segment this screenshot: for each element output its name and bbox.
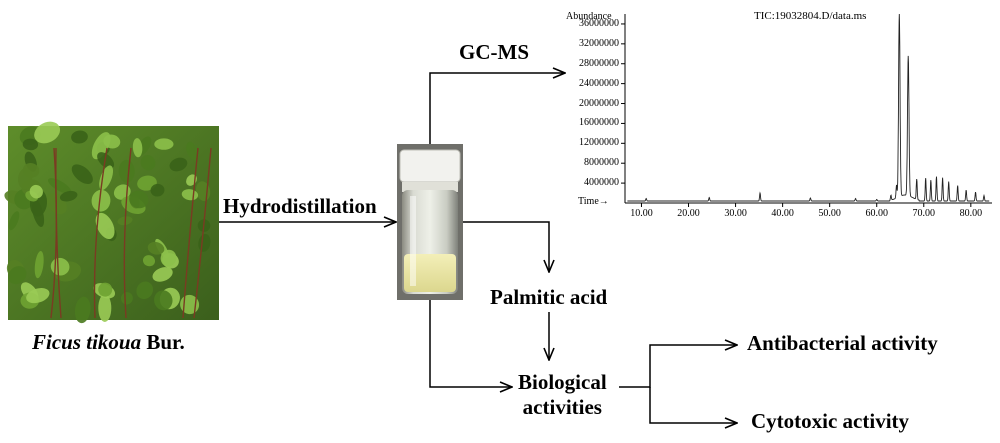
chart-x-tick-label: 20.00: [677, 208, 700, 219]
leaf-shape: [152, 267, 173, 282]
arrow-to-palmitic: [463, 221, 549, 272]
chart-y-tick-label: 16000000: [579, 117, 619, 129]
leaf-shape: [8, 266, 27, 285]
chart-xlabel: Time→: [578, 196, 609, 207]
leaf-shape: [8, 211, 20, 231]
leaf-shape: [147, 241, 165, 255]
leaf-shape: [150, 183, 165, 197]
cytotoxic-label: Cytotoxic activity: [751, 409, 910, 433]
biological-activities-label: Biological activities: [518, 370, 607, 420]
arrow-to-cytotoxic: [649, 387, 737, 423]
gcms-label: GC-MS: [459, 40, 529, 64]
leaf-shape: [140, 155, 156, 171]
leaf-shape: [26, 288, 50, 304]
leaf-shape: [99, 165, 114, 190]
antibacterial-label: Antibacterial activity: [747, 331, 938, 355]
stem-shape: [50, 147, 58, 319]
leaf-shape: [59, 190, 78, 202]
leaf-shape: [129, 190, 149, 209]
palmitic-acid-label: Palmitic acid: [490, 285, 608, 309]
chart-y-tick-label: 4000000: [584, 177, 619, 189]
plant-photo: [4, 121, 219, 324]
leaf-shape: [71, 164, 93, 185]
stem-shape: [93, 147, 108, 319]
arrow-to-gcms: [429, 73, 565, 144]
stem-shape: [193, 147, 212, 319]
leaf-shape: [118, 159, 135, 183]
leaf-shape: [136, 281, 154, 300]
chart-x-tick-label: 30.00: [724, 208, 747, 219]
chart-y-tick-label: 36000000: [579, 17, 619, 29]
chart-x-tick-label: 80.00: [959, 208, 983, 219]
plant-genus-species: Ficus tikoua: [32, 330, 142, 354]
chart-ylabel: Abundance: [566, 11, 612, 22]
leaf-shape: [154, 138, 174, 150]
leaf-shape: [142, 255, 156, 267]
chart-x-tick-label: 60.00: [865, 208, 888, 219]
chart-x-tick-label: 40.00: [771, 208, 794, 219]
leaf-shape: [91, 189, 111, 212]
plant-authority: Bur.: [141, 330, 185, 354]
arrow-vial-to-bio: [429, 300, 512, 387]
chart-x-tick-label: 50.00: [818, 208, 841, 219]
chart-x-tick-label: 10.00: [630, 208, 653, 219]
chart-title: TIC:19032804.D/data.ms: [754, 10, 867, 22]
leaf-shape: [132, 138, 143, 158]
stem-shape: [123, 147, 132, 319]
leaf-shape: [169, 157, 188, 172]
leaf-shape: [98, 294, 112, 322]
leaf-shape: [17, 168, 33, 190]
chart-y-tick-label: 20000000: [579, 97, 619, 109]
chromatogram-chart: [572, 3, 996, 220]
plant-name-label: Ficus tikoua Bur.: [32, 330, 185, 355]
vial-photo: [397, 144, 463, 300]
chart-y-tick-label: 32000000: [579, 37, 619, 49]
biological-line-2: activities: [522, 395, 602, 419]
leaf-shape: [22, 138, 39, 151]
chart-x-tick-label: 70.00: [912, 208, 936, 219]
leaf-shape: [160, 249, 177, 267]
leaf-shape: [95, 212, 115, 240]
leaf-shape: [34, 121, 61, 144]
leaf-shape: [120, 292, 133, 305]
leaf-shape: [48, 178, 72, 194]
leaf-shape: [186, 141, 199, 161]
stem-shape: [182, 147, 199, 319]
chart-y-tick-label: 8000000: [584, 157, 619, 169]
leaf-shape: [34, 250, 44, 279]
leaf-shape: [98, 282, 113, 297]
leaf-shape: [74, 296, 91, 324]
chart-y-tick-label: 24000000: [579, 77, 619, 89]
biological-line-1: Biological: [518, 370, 607, 394]
hydrodistillation-label: Hydrodistillation: [223, 194, 377, 218]
chart-y-tick-label: 12000000: [579, 137, 619, 149]
arrow-to-antibacterial: [619, 345, 737, 388]
leaf-shape: [91, 132, 111, 160]
leaf-shape: [154, 290, 173, 311]
connectors: [219, 73, 737, 423]
chart-y-tick-label: 28000000: [579, 57, 619, 69]
leaf-shape: [71, 130, 88, 144]
chart-series-tic: [627, 13, 990, 202]
leaf-shape: [29, 184, 43, 199]
